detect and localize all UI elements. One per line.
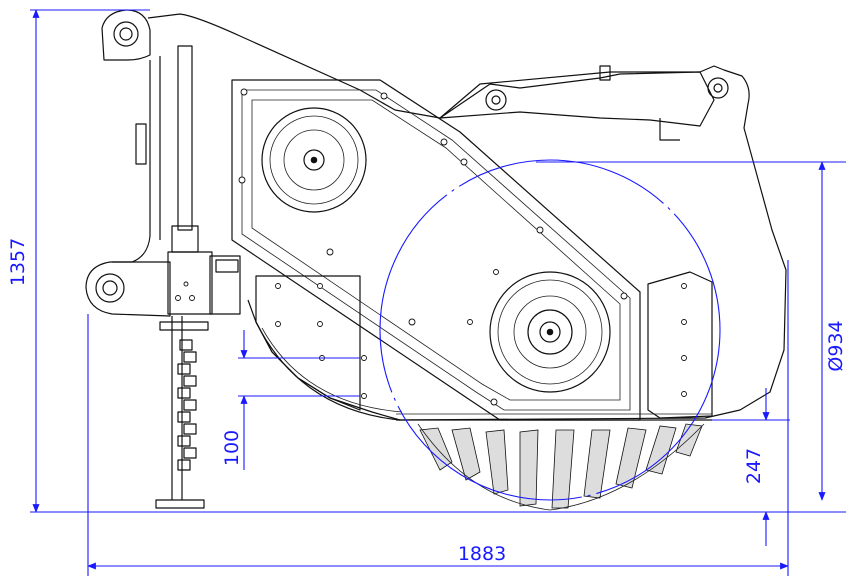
rotor-teeth xyxy=(417,423,705,511)
dim-length-label: 1883 xyxy=(458,543,506,565)
bolt-holes xyxy=(238,88,687,406)
dim-spacing-label: 100 xyxy=(221,430,243,466)
dimension-lines xyxy=(30,9,846,576)
dim-rotor-diameter-label: Ø934 xyxy=(825,320,846,371)
machine-body xyxy=(85,9,787,421)
dim-clearance-label: 247 xyxy=(743,448,765,484)
support-stand xyxy=(155,316,209,509)
dim-height-label: 1357 xyxy=(7,238,29,286)
